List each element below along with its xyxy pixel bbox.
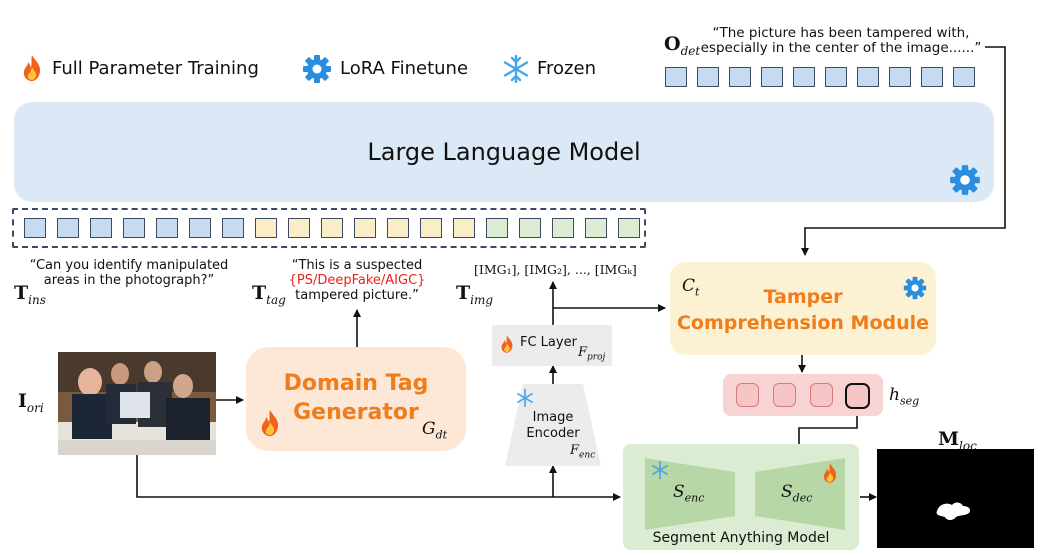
- tcm-title-line1: Tamper: [763, 286, 843, 308]
- gear-icon: [950, 165, 980, 195]
- snowflake-icon: [503, 54, 529, 84]
- tag-token: [420, 218, 442, 238]
- odet-symbol: Odet: [664, 33, 701, 58]
- llm-block: Large Language Model: [14, 102, 994, 202]
- hseg-token: [810, 383, 833, 407]
- arrow-odet-to-tcm: [801, 46, 1006, 256]
- output-mask: [877, 449, 1034, 548]
- generator-symbol: Gdt: [422, 419, 448, 442]
- generator-title-line1: Domain Tag: [283, 371, 429, 396]
- image-token: [618, 218, 640, 238]
- tcm-symbol: Ct: [682, 276, 700, 299]
- image-token: [552, 218, 574, 238]
- llm-label: Large Language Model: [367, 138, 641, 166]
- tins-quote: “Can you identify manipulated areas in t…: [24, 258, 234, 288]
- output-token: [921, 67, 943, 87]
- encoder-label-line1: Image: [532, 410, 574, 425]
- fire-icon: [501, 335, 513, 353]
- instruction-token: [57, 218, 79, 238]
- tag-token: [255, 218, 277, 238]
- fire-icon: [823, 463, 837, 483]
- output-token: [729, 67, 751, 87]
- gear-icon: [303, 55, 331, 83]
- generator-title-line2: Generator: [293, 400, 419, 425]
- odet-quote-line1: “The picture has been tampered with,: [712, 25, 970, 41]
- iori-symbol: Iori: [18, 390, 44, 415]
- instruction-token: [156, 218, 178, 238]
- fire-icon: [23, 55, 41, 81]
- output-token: [953, 67, 975, 87]
- segment-anything-model: Senc Sdec Segment Anything Model: [623, 444, 859, 550]
- ttag-quote: “This is a suspected {PS/DeepFake/AIGC} …: [286, 258, 428, 303]
- hseg-symbol: hseg: [889, 385, 920, 408]
- tag-token: [387, 218, 409, 238]
- timg-symbol: Timg: [456, 282, 494, 307]
- odet-quote-line2: especially in the center of the image...…: [700, 40, 982, 56]
- output-tokens: [665, 67, 980, 93]
- output-token: [857, 67, 879, 87]
- legend-full-label: Full Parameter Training: [52, 58, 259, 79]
- snowflake-icon: [517, 388, 533, 408]
- image-token: [585, 218, 607, 238]
- tins-symbol: Tins: [14, 282, 46, 307]
- tcm-title-line2: Comprehension Module: [676, 312, 930, 334]
- snowflake-icon: [652, 460, 668, 480]
- instruction-token: [222, 218, 244, 238]
- tag-token: [288, 218, 310, 238]
- tag-token: [453, 218, 475, 238]
- seg-token: [845, 383, 870, 409]
- hseg-token: [736, 383, 759, 407]
- hseg-tokens: [723, 374, 883, 416]
- image-encoder-shape: [505, 384, 601, 466]
- sam-encoder-symbol: Senc: [673, 482, 705, 505]
- instruction-token: [90, 218, 112, 238]
- encoder-label: Image Encoder: [503, 410, 603, 442]
- instruction-token: [189, 218, 211, 238]
- output-token: [889, 67, 911, 87]
- sam-label: Segment Anything Model: [652, 530, 830, 546]
- tins-quote-line1: “Can you identify manipulated: [29, 258, 229, 273]
- legend: Full Parameter Training LoRA Finetune Fr…: [18, 54, 658, 84]
- gear-icon: [903, 276, 927, 300]
- hseg-token: [773, 383, 796, 407]
- instruction-token: [123, 218, 145, 238]
- input-token-sequence: [12, 208, 646, 248]
- ttag-quote-line1: “This is a suspected: [291, 258, 423, 273]
- sam-decoder-symbol: Sdec: [781, 482, 813, 505]
- output-token: [665, 67, 687, 87]
- timg-tokens-label: [IMG₁], [IMG₂], ..., [IMGₖ]: [474, 262, 637, 277]
- output-token: [825, 67, 847, 87]
- sam-encoder-shape: [645, 458, 735, 530]
- output-token: [793, 67, 815, 87]
- fc-layer: FC Layer Fproj: [492, 325, 612, 366]
- sam-decoder-shape: [755, 458, 845, 530]
- image-token: [486, 218, 508, 238]
- tamper-comprehension-module: Ct Tamper Comprehension Module: [670, 262, 936, 355]
- encoder-symbol: Fenc: [570, 443, 596, 461]
- legend-lora-label: LoRA Finetune: [340, 58, 469, 79]
- tag-token: [354, 218, 376, 238]
- output-token: [697, 67, 719, 87]
- encoder-label-line2: Encoder: [526, 426, 580, 441]
- legend-frozen-label: Frozen: [537, 58, 596, 79]
- tins-quote-line2: areas in the photograph?”: [43, 273, 215, 288]
- odet-quote: “The picture has been tampered with, esp…: [700, 26, 982, 56]
- output-token: [761, 67, 783, 87]
- ttag-symbol: Ttag: [252, 282, 286, 307]
- image-token: [519, 218, 541, 238]
- input-photo: [58, 352, 216, 455]
- fire-icon: [261, 410, 279, 436]
- tag-token: [321, 218, 343, 238]
- ttag-quote-line3: tampered picture.”: [295, 288, 419, 303]
- fc-label: FC Layer: [520, 335, 577, 350]
- ttag-quote-line2: {PS/DeepFake/AIGC}: [288, 273, 426, 288]
- instruction-token: [24, 218, 46, 238]
- fc-symbol: Fproj: [578, 345, 606, 363]
- arrow-image-to-sam: [136, 455, 621, 501]
- domain-tag-generator: Domain Tag Generator Gdt: [246, 347, 466, 451]
- arrow-hseg-to-decoder: [795, 410, 858, 459]
